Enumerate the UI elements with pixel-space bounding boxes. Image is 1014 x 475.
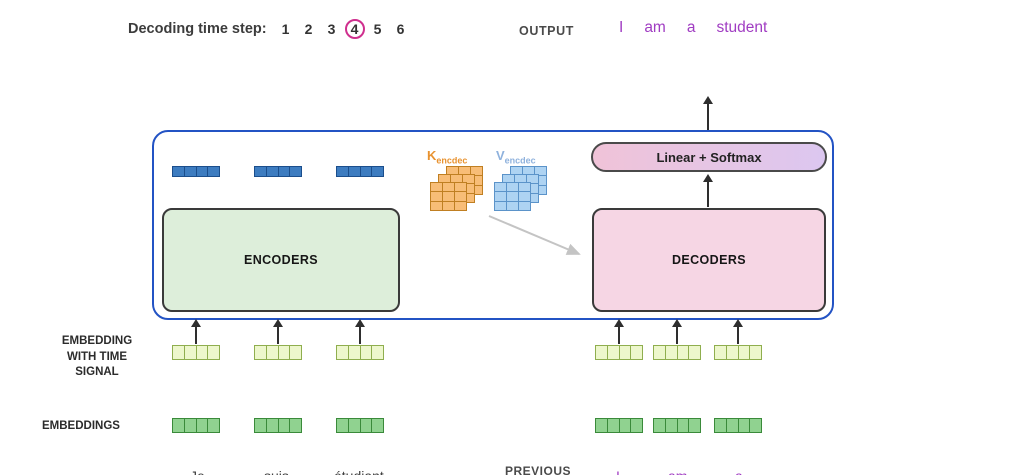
v-encdec-matrices	[494, 166, 548, 212]
embedding-vector	[595, 418, 643, 433]
output-word: am	[644, 19, 666, 36]
encoder-input-arrow	[190, 319, 202, 344]
previous-output-word: a	[735, 468, 743, 475]
decoder-input-arrow	[613, 319, 625, 344]
embedding-vector	[336, 418, 384, 433]
time-signal-vector	[714, 345, 762, 360]
decoding-time-step-row: Decoding time step: 1 2 3 4 5 6	[128, 19, 411, 39]
step-6: 6	[396, 21, 405, 37]
decoders-block: DECODERS	[592, 208, 826, 312]
v-encdec-label: Vencdec	[496, 148, 536, 166]
k-encdec-label: Kencdec	[427, 148, 468, 166]
embedding-with-time-signal-label: EMBEDDING WITH TIME SIGNAL	[61, 335, 133, 378]
time-signal-vector	[595, 345, 643, 360]
embedding-vector	[254, 418, 302, 433]
linear-softmax-block: Linear + Softmax	[591, 142, 827, 172]
time-signal-vector	[653, 345, 701, 360]
decoder-input-arrow	[671, 319, 683, 344]
input-word: étudiant	[334, 468, 384, 475]
input-word: suis	[264, 468, 289, 475]
time-signal-vector	[172, 345, 220, 360]
previous-output-word: am	[668, 468, 687, 475]
step-2: 2	[304, 21, 313, 37]
output-words: I am a student	[619, 19, 767, 37]
step-4-active: 4	[344, 19, 365, 39]
previous-outputs-label: PREVIOUS	[505, 464, 572, 475]
encoder-output-vector	[336, 166, 384, 177]
embedding-vector	[653, 418, 701, 433]
encdec-attention-arrow	[488, 215, 581, 255]
encoders-block: ENCODERS	[162, 208, 400, 312]
embeddings-label: EMBEDDINGS	[42, 420, 120, 432]
encoder-output-vector	[172, 166, 220, 177]
previous-output-word: I	[616, 468, 620, 475]
time-signal-vector	[336, 345, 384, 360]
step-5: 5	[373, 21, 382, 37]
decoding-steps: 1 2 3 4 5 6	[276, 19, 411, 39]
final-output-arrow	[702, 96, 714, 131]
decoder-to-softmax-arrow	[702, 174, 714, 207]
step-3: 3	[327, 21, 336, 37]
input-word: Je	[190, 468, 205, 475]
k-encdec-matrices	[430, 166, 484, 212]
decoding-time-step-label: Decoding time step:	[128, 21, 267, 37]
output-word: I	[619, 19, 624, 36]
encoder-input-arrow	[272, 319, 284, 344]
embedding-vector	[714, 418, 762, 433]
output-word: student	[716, 19, 768, 36]
encoder-input-arrow	[354, 319, 366, 344]
decoder-input-arrow	[732, 319, 744, 344]
embedding-vector	[172, 418, 220, 433]
output-word: a	[686, 19, 696, 36]
output-label: OUTPUT	[519, 24, 574, 38]
encoder-output-vector	[254, 166, 302, 177]
time-signal-vector	[254, 345, 302, 360]
step-1: 1	[281, 21, 290, 37]
